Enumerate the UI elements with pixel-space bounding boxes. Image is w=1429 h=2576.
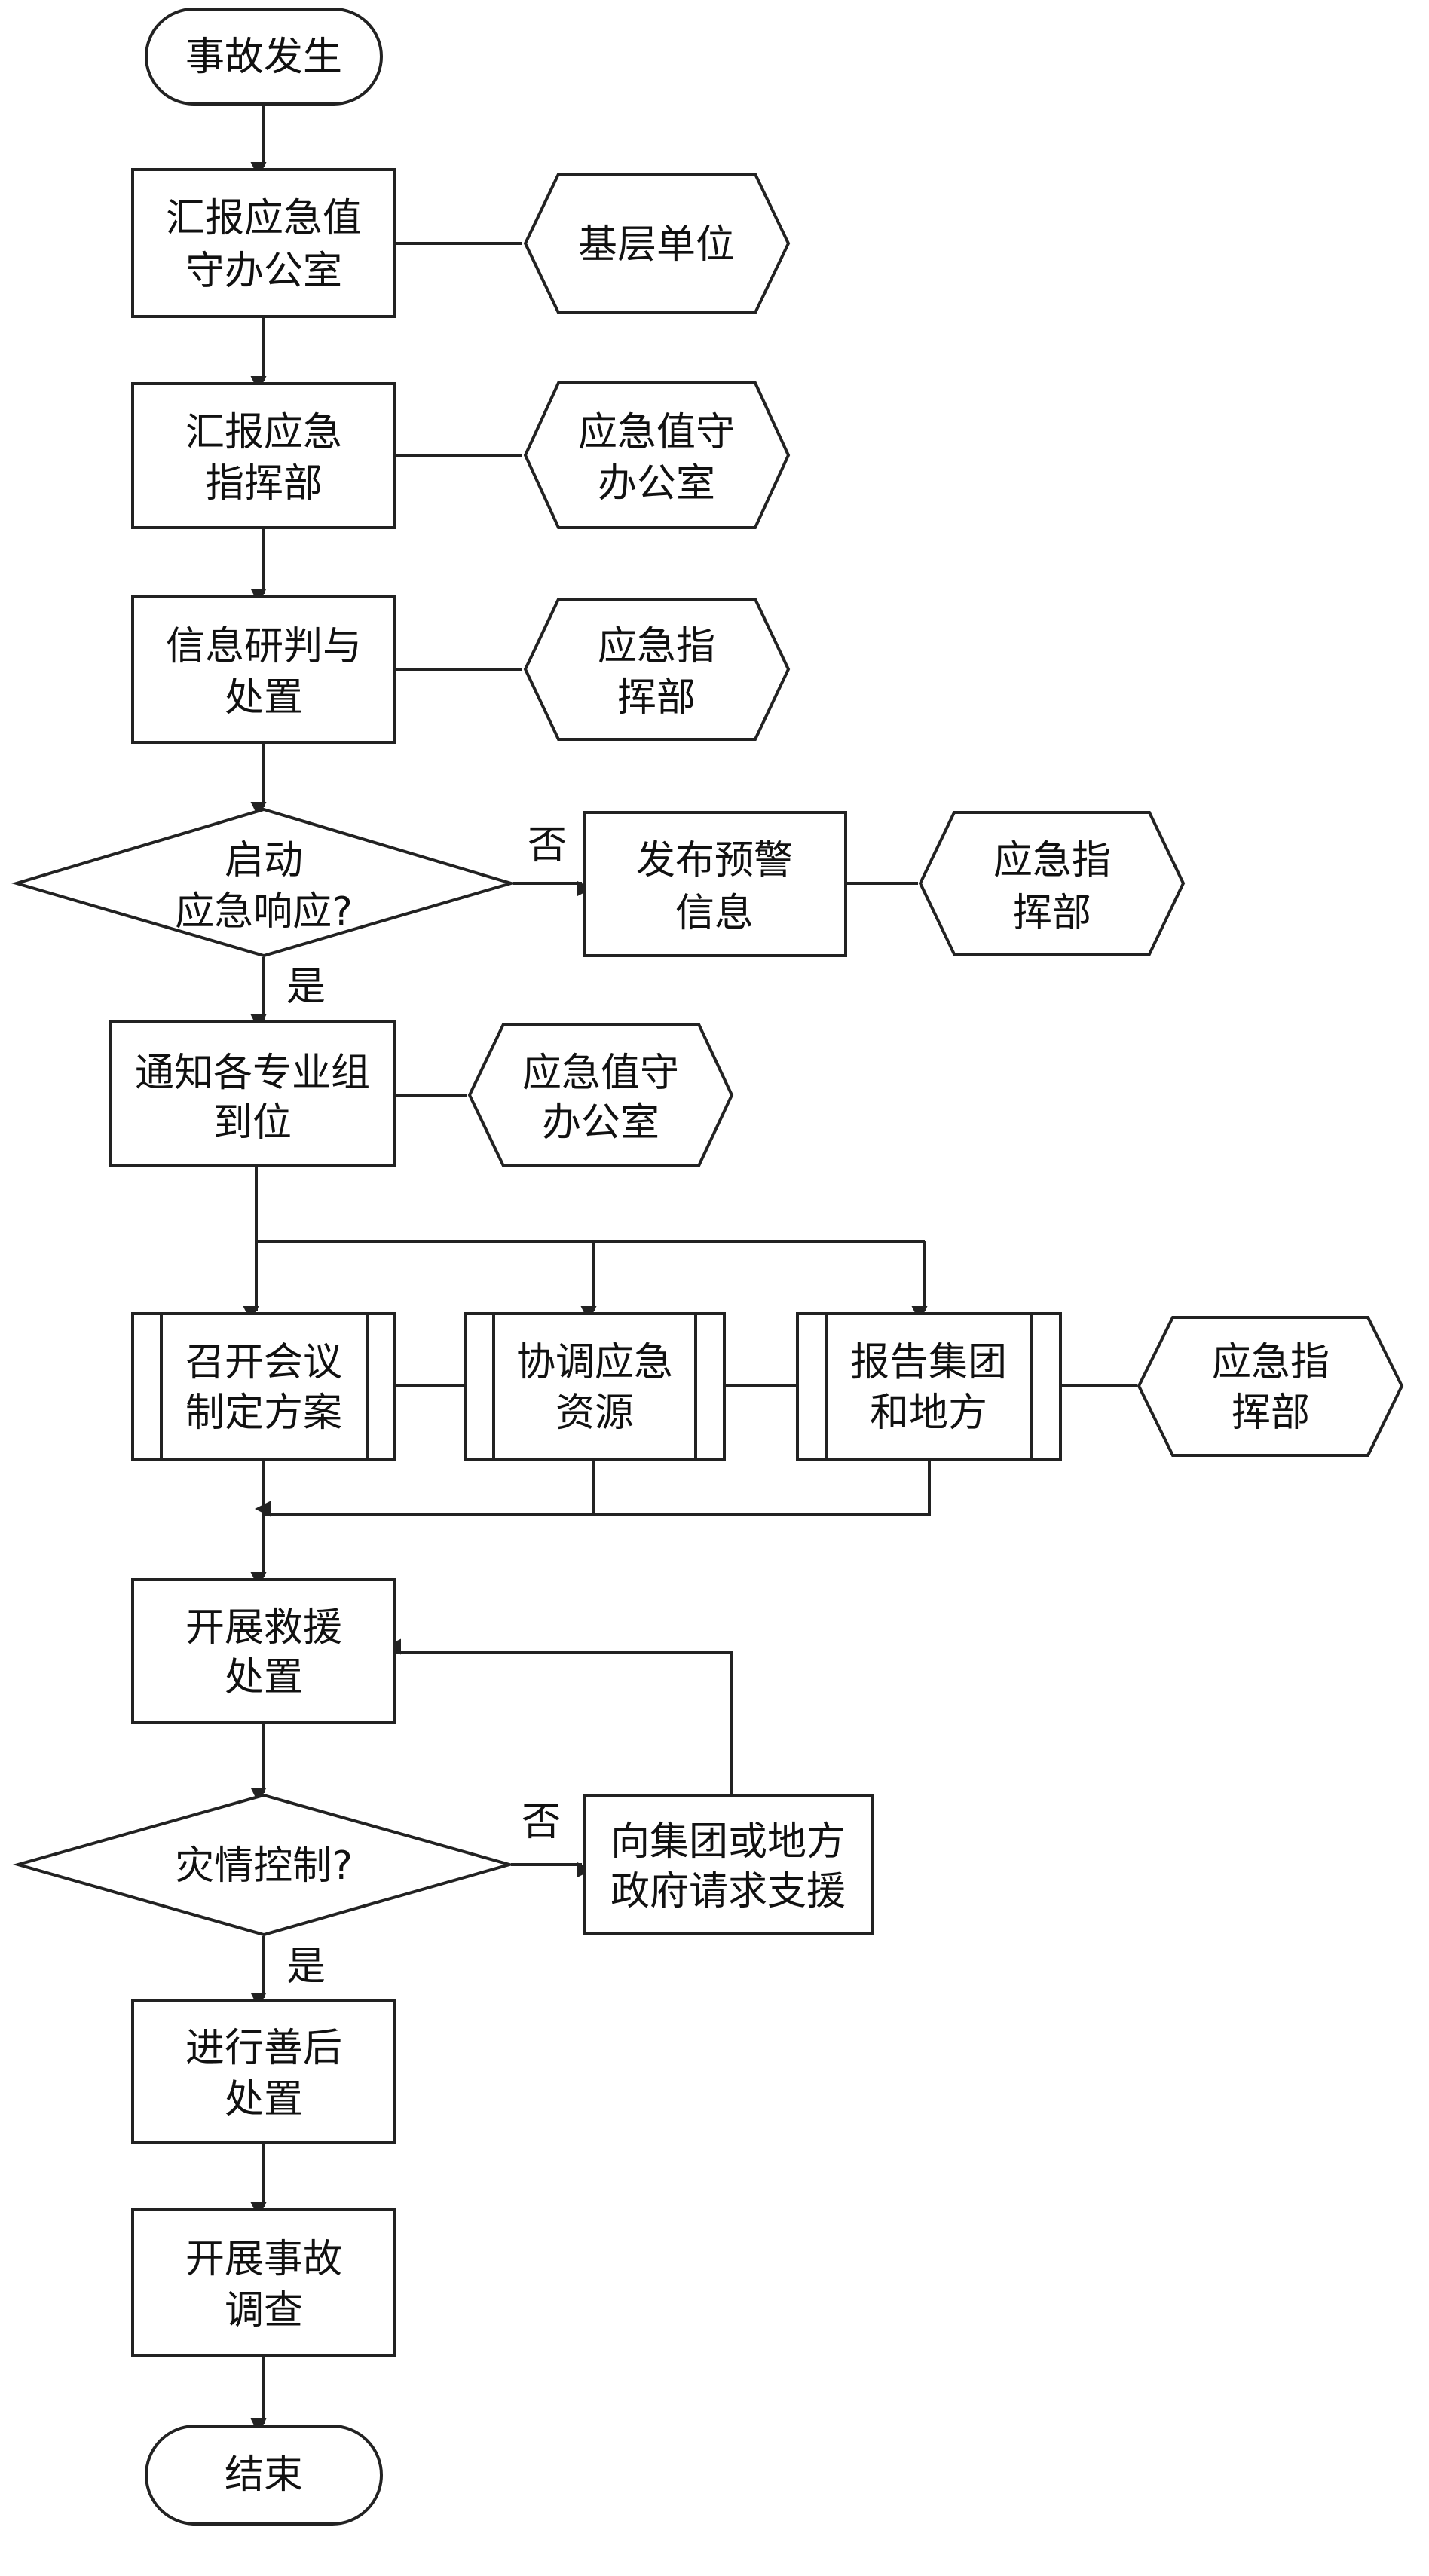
rescue-line-2: 处置 bbox=[225, 1655, 303, 1700]
report-group-local-subprocess: 报告集团 和地方 bbox=[796, 1312, 1062, 1461]
unit-grassroots: 基层单位 bbox=[523, 173, 791, 314]
investigation-line-2: 调查 bbox=[225, 2288, 303, 2333]
unit-duty-office-2-line-1: 应急值守 bbox=[522, 1051, 679, 1096]
aftermath-line-1: 进行善后 bbox=[185, 2026, 342, 2071]
decision-control-label: 灾情控制? bbox=[175, 1843, 353, 1889]
investigation-line-1: 开展事故 bbox=[185, 2237, 342, 2282]
meeting-plan-line-2: 制定方案 bbox=[185, 1390, 342, 1436]
notify-groups-line-1: 通知各专业组 bbox=[135, 1051, 370, 1096]
unit-duty-office-1-line-1: 应急值守 bbox=[578, 410, 735, 455]
response-yes-label: 是 bbox=[286, 965, 326, 1010]
unit-command-2-line-2: 挥部 bbox=[1013, 891, 1091, 936]
edge-support-back-to-rescue bbox=[385, 1638, 733, 1794]
edge-merge-to-main bbox=[255, 1460, 931, 1517]
aftermath-process: 进行善后 处置 bbox=[131, 1999, 396, 2144]
coordinate-resources-line-1: 协调应急 bbox=[516, 1340, 673, 1385]
unit-duty-office-1-line-2: 办公室 bbox=[598, 461, 715, 506]
control-no-label: 否 bbox=[522, 1800, 561, 1845]
end-terminal: 结束 bbox=[145, 2425, 383, 2526]
meeting-plan-subprocess: 召开会议 制定方案 bbox=[131, 1312, 396, 1461]
report-duty-line-2: 守办公室 bbox=[185, 249, 342, 294]
assess-line-2: 处置 bbox=[225, 675, 303, 720]
decision-response-line-2: 应急响应? bbox=[175, 889, 353, 935]
report-command-line-1: 汇报应急 bbox=[185, 410, 342, 455]
unit-command-2: 应急指 挥部 bbox=[918, 811, 1186, 956]
report-command-line-2: 指挥部 bbox=[205, 461, 323, 506]
edge-notify-split bbox=[255, 1165, 925, 1243]
rescue-process: 开展救援 处置 bbox=[131, 1578, 396, 1724]
unit-command-3: 应急指 挥部 bbox=[1137, 1316, 1404, 1457]
connectors bbox=[243, 104, 1137, 2434]
decision-response: 启动 应急响应? bbox=[11, 807, 517, 958]
report-group-local-line-1: 报告集团 bbox=[850, 1340, 1007, 1385]
publish-warning-line-2: 信息 bbox=[675, 891, 754, 936]
publish-warning-line-1: 发布预警 bbox=[636, 838, 793, 883]
unit-grassroots-label: 基层单位 bbox=[578, 222, 735, 268]
report-duty-line-1: 汇报应急值 bbox=[166, 196, 362, 241]
end-label: 结束 bbox=[225, 2452, 303, 2498]
start-terminal: 事故发生 bbox=[145, 8, 383, 106]
request-support-process: 向集团或地方 政府请求支援 bbox=[583, 1794, 874, 1935]
control-yes-label: 是 bbox=[286, 1944, 326, 1990]
unit-command-3-line-2: 挥部 bbox=[1232, 1390, 1310, 1436]
decision-control: 灾情控制? bbox=[12, 1793, 516, 1937]
unit-duty-office-2-line-2: 办公室 bbox=[542, 1100, 659, 1146]
unit-command-1: 应急指 挥部 bbox=[523, 598, 791, 741]
assess-process: 信息研判与 处置 bbox=[131, 595, 396, 744]
rescue-line-1: 开展救援 bbox=[185, 1605, 342, 1651]
notify-groups-line-2: 到位 bbox=[213, 1100, 292, 1146]
unit-command-1-line-2: 挥部 bbox=[617, 675, 696, 720]
response-no-label: 否 bbox=[528, 823, 567, 868]
unit-command-3-line-1: 应急指 bbox=[1212, 1340, 1330, 1385]
unit-duty-office-1: 应急值守 办公室 bbox=[523, 381, 791, 529]
meeting-plan-line-1: 召开会议 bbox=[185, 1340, 342, 1385]
request-support-line-2: 政府请求支援 bbox=[610, 1869, 846, 1914]
unit-command-1-line-1: 应急指 bbox=[598, 624, 715, 669]
aftermath-line-2: 处置 bbox=[225, 2077, 303, 2122]
unit-command-2-line-1: 应急指 bbox=[993, 838, 1111, 883]
unit-duty-office-2: 应急值守 办公室 bbox=[467, 1023, 734, 1167]
notify-groups-process: 通知各专业组 到位 bbox=[109, 1020, 396, 1167]
report-duty-process: 汇报应急值 守办公室 bbox=[131, 168, 396, 318]
report-command-process: 汇报应急 指挥部 bbox=[131, 382, 396, 529]
decision-response-line-1: 启动 bbox=[225, 838, 303, 883]
report-group-local-line-2: 和地方 bbox=[870, 1390, 987, 1436]
request-support-line-1: 向集团或地方 bbox=[610, 1819, 846, 1865]
investigation-process: 开展事故 调查 bbox=[131, 2208, 396, 2357]
coordinate-resources-subprocess: 协调应急 资源 bbox=[464, 1312, 726, 1461]
start-label: 事故发生 bbox=[185, 35, 342, 80]
publish-warning-process: 发布预警 信息 bbox=[583, 811, 847, 957]
coordinate-resources-line-2: 资源 bbox=[555, 1390, 634, 1436]
assess-line-1: 信息研判与 bbox=[166, 624, 362, 669]
